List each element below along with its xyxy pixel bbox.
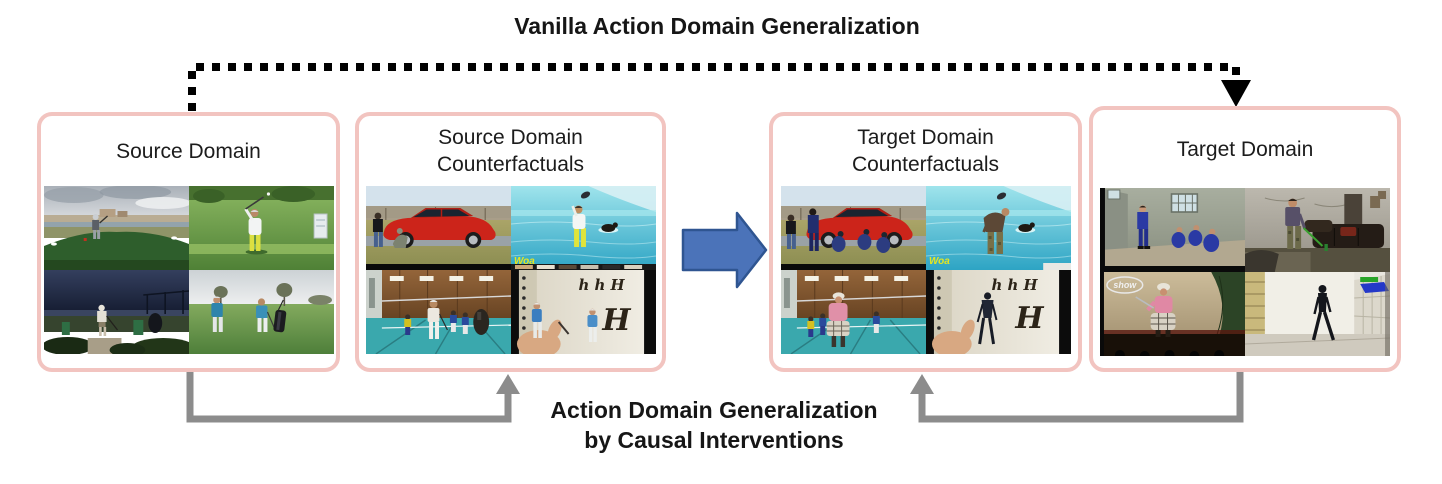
volleyball-players <box>403 310 469 335</box>
thumb-night-driving-range <box>43 270 189 354</box>
causal-arrow-right <box>910 370 1244 423</box>
camo-man-figure <box>981 208 1009 254</box>
superimposed-pink-sweater-figure <box>826 292 850 347</box>
golfer-figure <box>573 228 579 247</box>
golfer-figure <box>212 296 220 304</box>
crouching-blue-figures <box>1171 225 1220 252</box>
bystander-figure <box>374 212 381 220</box>
golfer-figure <box>257 298 265 306</box>
source-domain-thumbnails <box>43 186 334 354</box>
red-car <box>382 216 496 240</box>
superimposed-golfer-figure <box>586 308 597 342</box>
volleyball-players <box>806 311 880 337</box>
thumb-ocean-with-golfer: Woa <box>510 186 656 270</box>
standing-blue-figure <box>1137 205 1151 249</box>
stage-curtain <box>1211 272 1245 342</box>
thumb-stage-pink-sweater: show <box>1100 272 1245 356</box>
woa-overlay-text: Woa <box>928 256 949 267</box>
thumb-volleyball-with-golfer <box>365 270 511 354</box>
golf-bag <box>472 309 489 335</box>
crouching-golfer-figure <box>396 228 403 234</box>
dashed-arrowhead-down-icon <box>1221 80 1251 107</box>
camo-man-figure <box>1285 198 1324 249</box>
window-frame <box>1245 272 1265 342</box>
target-domain-counterfactuals-label: Target Domain Counterfactuals <box>851 126 1000 176</box>
thumb-living-room-camo-man <box>1245 188 1390 272</box>
calligraphy-letters-text: h h H <box>991 276 1038 294</box>
thumb-room-blue-uniforms <box>1100 188 1245 272</box>
thumb-red-car-with-golfer <box>365 186 511 270</box>
target-domain-box: Target Domain <box>1089 106 1401 372</box>
target-domain-thumbnails: show <box>1100 188 1390 356</box>
source-domain-label: Source Domain <box>116 139 261 163</box>
dog-in-water <box>600 224 615 232</box>
dog-in-water <box>1017 224 1032 232</box>
golfer-figure <box>92 214 99 220</box>
thumb-golfer-yellow-pants-swing <box>188 186 334 270</box>
thumb-calligraphy-with-dark-figure: h h H H <box>925 270 1071 354</box>
standing-blue-figure <box>807 208 819 251</box>
calligraphy-letters-text: h h H <box>578 276 625 294</box>
vanilla-dg-dashed-arrow <box>188 63 1251 111</box>
target-counterfactual-thumbnails: Woa <box>780 186 1071 354</box>
sword <box>1135 296 1155 309</box>
superimposed-golfer-figure <box>427 300 448 339</box>
blue-flow-arrow-icon <box>681 211 768 289</box>
thumb-ocean-with-camo-man: Woa <box>925 186 1071 270</box>
superimposed-golfer-figure <box>531 302 542 338</box>
pink-sweater-performer <box>1135 283 1176 337</box>
thumb-white-room-silhouette <box>1245 272 1390 356</box>
gray-arrowhead-up-icon <box>496 374 520 394</box>
crouching-blue-figures <box>831 229 890 253</box>
bystander-figure <box>787 214 794 222</box>
superimposed-dark-figure <box>976 292 997 345</box>
woa-overlay-text: Woa <box>513 256 534 267</box>
golfer-figure <box>249 234 254 251</box>
doorway <box>1344 194 1363 228</box>
blue-logo-icon <box>1360 282 1390 293</box>
target-domain-label: Target Domain <box>1176 137 1314 161</box>
source-domain-counterfactuals-box: Source Domain Counterfactuals <box>355 112 666 372</box>
green-logo-icon <box>1360 277 1379 282</box>
source-domain-box: Source Domain <box>37 112 340 372</box>
gray-arrowhead-up-icon <box>910 374 934 394</box>
causal-arrow-left <box>186 370 520 423</box>
calligraphy-capital-text: H <box>601 303 632 338</box>
source-counterfactual-thumbnails: Woa <box>365 186 656 354</box>
thumb-golf-course-cloudy <box>43 186 189 270</box>
source-domain-counterfactuals-label: Source Domain Counterfactuals <box>436 126 585 176</box>
silhouette-figure <box>1311 285 1335 341</box>
show-logo-badge <box>1106 276 1144 294</box>
thumb-volleyball-with-pink-sweater <box>780 270 926 354</box>
show-logo-text: show <box>1113 280 1137 290</box>
thumb-red-car-with-blue-figures <box>780 186 926 270</box>
golfer-figure <box>97 304 105 312</box>
calligraphy-capital-text: H <box>1014 301 1045 336</box>
causal-interventions-caption: Action Domain Generalization by Causal I… <box>550 397 878 453</box>
target-domain-counterfactuals-box: Target Domain Counterfactuals <box>769 112 1082 372</box>
thumb-two-golfers-field <box>188 270 334 354</box>
vanilla-generalization-title: Vanilla Action Domain Generalization <box>514 13 920 39</box>
thumb-calligraphy-with-golfers: h h H H <box>510 270 656 354</box>
